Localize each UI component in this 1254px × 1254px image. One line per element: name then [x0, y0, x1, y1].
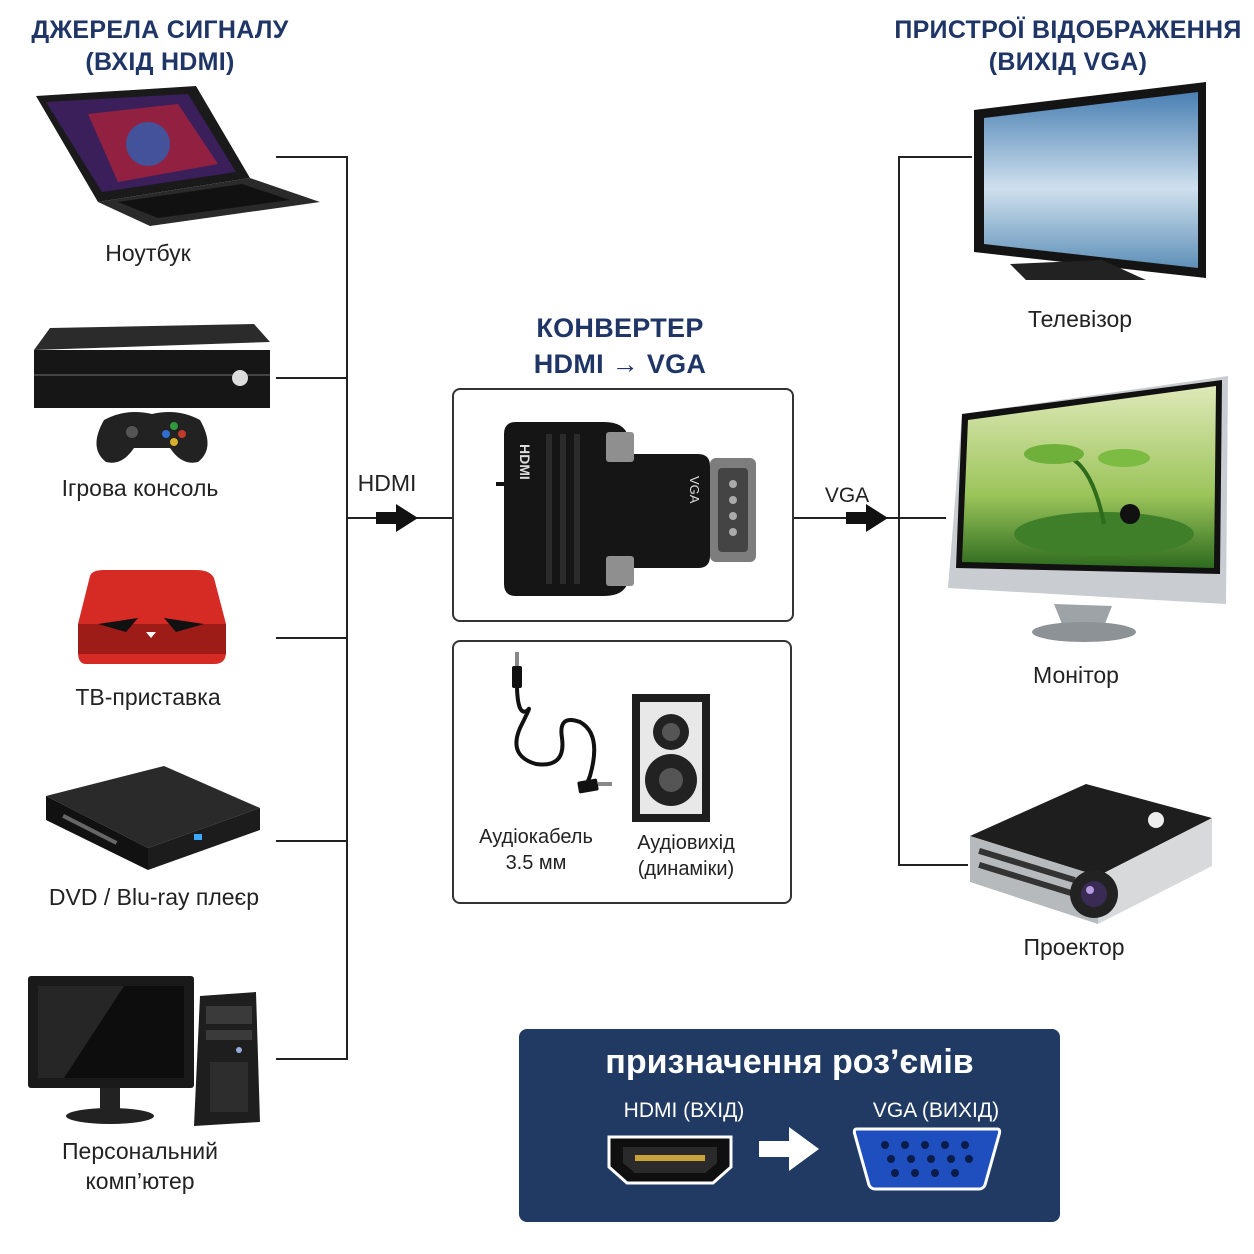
speaker-icon	[632, 694, 710, 822]
converter-title-line2: HDMI → VGA	[533, 349, 707, 379]
tv-link	[898, 156, 972, 158]
legend-title: призначення роз’ємів	[605, 1043, 974, 1081]
converter-title-line1: КОНВЕРТЕР	[536, 313, 704, 343]
hdmi-vga-adapter-icon: HDMI VGA	[496, 422, 756, 596]
tv-box-icon	[78, 570, 226, 664]
desktop-pc-label: Персональний комп’ютер	[30, 1136, 250, 1196]
monitor-link	[898, 517, 946, 519]
console-link	[276, 377, 348, 379]
tv-box-label: ТВ-приставка	[75, 684, 221, 710]
audio-cable-icon	[512, 652, 612, 794]
sources-heading-line2: (ВХІД HDMI)	[85, 48, 235, 76]
tv-label: Телевізор	[1027, 306, 1133, 332]
desktop-pc-label-line1: Персональний	[62, 1138, 218, 1164]
tv-icon	[974, 82, 1206, 280]
dvd-player-label: DVD / Blu-ray плеєр	[48, 884, 260, 910]
connector-legend: призначення роз’ємів HDMI (ВХІД) VGA (ВИ…	[519, 1029, 1060, 1222]
projector-icon	[970, 784, 1212, 924]
displays-heading-line2: (ВИХІД VGA)	[988, 48, 1148, 76]
projector-link	[898, 864, 968, 866]
tvbox-link	[276, 637, 348, 639]
vga-output-label: VGA	[824, 484, 870, 507]
pc-link	[276, 1058, 348, 1060]
monitor-label: Монітор	[1033, 662, 1119, 688]
converter-title: КОНВЕРТЕР HDMI → VGA	[470, 310, 770, 382]
audio-cable-label: Аудіокабель 3.5 мм	[466, 824, 606, 876]
audio-output-label: Аудіовихід (динаміки)	[616, 830, 756, 882]
legend-vga-label: VGA (ВИХІД)	[872, 1099, 1000, 1122]
displays-heading-line1: ПРИСТРОЇ ВІДОБРАЖЕННЯ	[894, 16, 1242, 44]
legend-arrow-icon	[759, 1127, 819, 1171]
hdmi-arrow-icon	[376, 504, 418, 532]
vga-port-icon	[852, 1127, 1002, 1191]
audio-cable-label-line1: Аудіокабель	[479, 826, 593, 848]
audio-output-label-line2: (динаміки)	[637, 858, 735, 880]
dvd-player-icon	[46, 766, 260, 870]
hdmi-input-label: HDMI	[357, 470, 417, 496]
sources-heading-line1: ДЖЕРЕЛА СИГНАЛУ	[31, 16, 289, 44]
audio-cable-label-line2: 3.5 мм	[505, 852, 567, 874]
game-console-icon	[34, 324, 270, 463]
audio-box	[452, 640, 792, 904]
projector-label: Проектор	[1023, 934, 1125, 960]
hdmi-port-icon	[607, 1135, 733, 1185]
adapter-hdmi-text: HDMI	[517, 444, 533, 480]
desktop-pc-label-line2: комп’ютер	[85, 1168, 195, 1194]
vga-arrow-icon	[846, 504, 888, 532]
adapter-vga-text: VGA	[687, 476, 702, 504]
game-console-label: Ігрова консоль	[61, 475, 219, 501]
laptop-icon	[36, 86, 320, 226]
source-bus-line	[346, 156, 348, 1060]
sources-heading: ДЖЕРЕЛА СИГНАЛУ (ВХІД HDMI)	[20, 14, 300, 78]
audio-output-label-line1: Аудіовихід	[637, 832, 735, 854]
displays-heading: ПРИСТРОЇ ВІДОБРАЖЕННЯ (ВИХІД VGA)	[890, 14, 1246, 78]
monitor-icon	[948, 376, 1228, 642]
legend-hdmi-label: HDMI (ВХІД)	[623, 1099, 745, 1122]
display-bus-line	[898, 156, 900, 866]
laptop-label: Ноутбук	[105, 240, 191, 266]
laptop-link	[276, 156, 348, 158]
dvd-link	[276, 840, 348, 842]
desktop-pc-icon	[28, 976, 260, 1126]
